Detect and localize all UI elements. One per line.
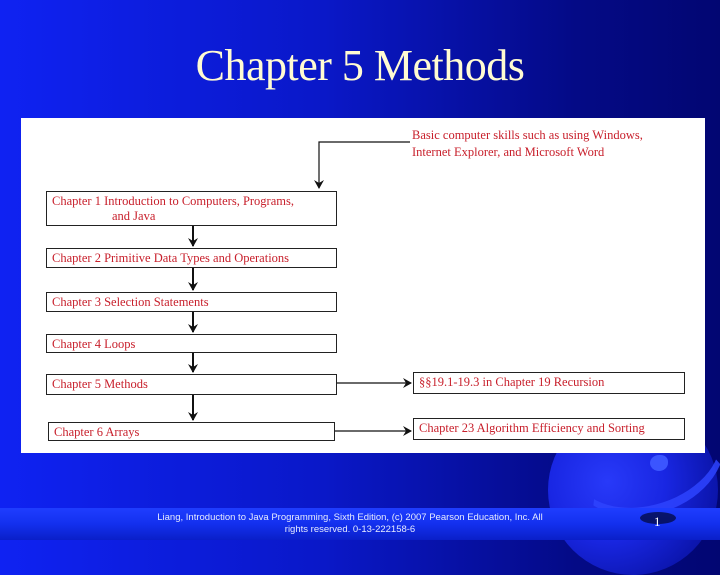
prerequisite-note-line1: Basic computer skills such as using Wind… bbox=[412, 128, 643, 142]
footer-line2: rights reserved. 0-13-222158-6 bbox=[284, 524, 416, 535]
chapter-1-line1: Chapter 1 Introduction to Computers, Pro… bbox=[52, 194, 294, 208]
globe-land-decoration bbox=[650, 455, 668, 471]
diagram-panel bbox=[21, 118, 705, 453]
chapter-4-box: Chapter 4 Loops bbox=[46, 334, 337, 353]
page-number-shadow bbox=[640, 512, 676, 524]
chapter-23-label: Chapter 23 Algorithm Efficiency and Sort… bbox=[419, 421, 645, 435]
chapter-2-box: Chapter 2 Primitive Data Types and Opera… bbox=[46, 248, 337, 268]
footer-copyright: Liang, Introduction to Java Programming,… bbox=[130, 512, 570, 536]
slide-title: Chapter 5 Methods bbox=[195, 41, 525, 90]
chapter-4-label: Chapter 4 Loops bbox=[52, 337, 136, 351]
chapter-1-box: Chapter 1 Introduction to Computers, Pro… bbox=[46, 191, 337, 226]
chapter-3-label: Chapter 3 Selection Statements bbox=[52, 295, 209, 309]
prerequisite-note: Basic computer skills such as using Wind… bbox=[412, 127, 643, 161]
chapter-19-label: §§19.1-19.3 in Chapter 19 Recursion bbox=[419, 375, 605, 389]
page-number: 1 bbox=[654, 514, 661, 529]
prerequisite-note-line2: Internet Explorer, and Microsoft Word bbox=[412, 145, 605, 159]
chapter-19-box: §§19.1-19.3 in Chapter 19 Recursion bbox=[413, 372, 685, 394]
chapter-23-box: Chapter 23 Algorithm Efficiency and Sort… bbox=[413, 418, 685, 440]
chapter-1-line2: and Java bbox=[112, 209, 156, 223]
footer-line1: Liang, Introduction to Java Programming,… bbox=[157, 512, 543, 523]
footer-bar bbox=[0, 508, 720, 540]
chapter-2-label: Chapter 2 Primitive Data Types and Opera… bbox=[52, 251, 290, 265]
chapter-6-label: Chapter 6 Arrays bbox=[54, 425, 140, 439]
chapter-5-label: Chapter 5 Methods bbox=[52, 377, 148, 391]
chapter-5-box: Chapter 5 Methods bbox=[46, 374, 337, 395]
chapter-3-box: Chapter 3 Selection Statements bbox=[46, 292, 337, 312]
chapter-6-box: Chapter 6 Arrays bbox=[48, 422, 335, 441]
